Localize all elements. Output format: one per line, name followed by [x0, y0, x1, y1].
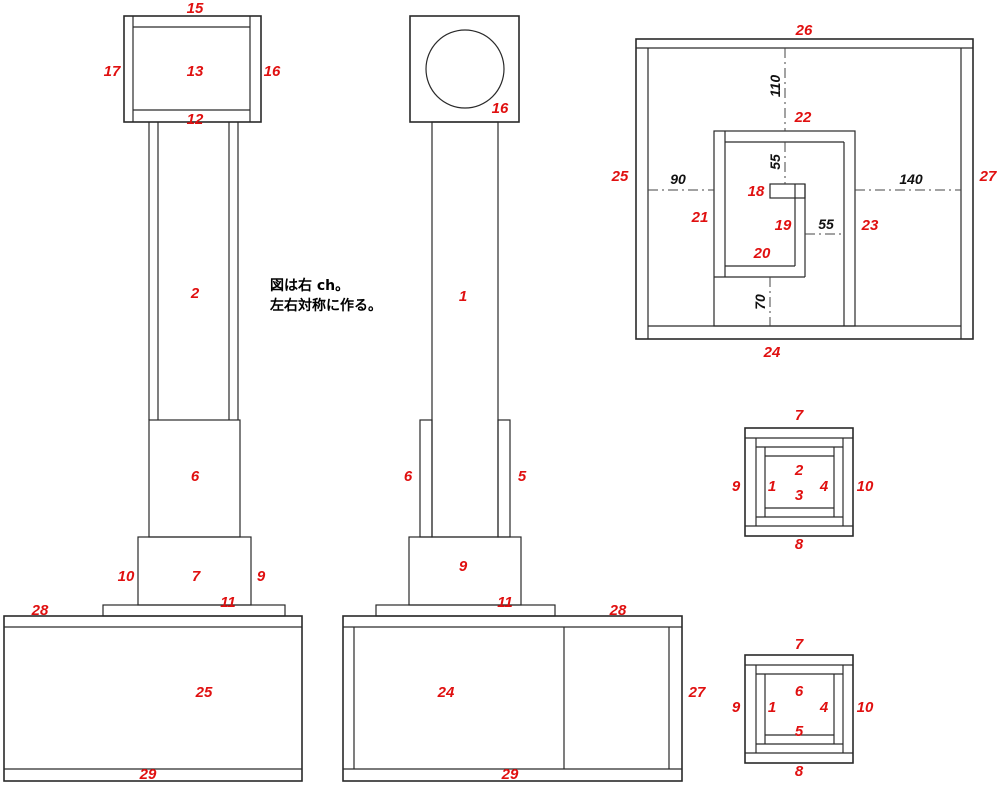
label-front-sleeve-left: 6	[404, 468, 413, 485]
label-sec2-right-inner: 4	[819, 699, 829, 716]
label-plan-top: 26	[795, 22, 813, 39]
speaker-circle	[425, 29, 505, 109]
side-column	[148, 122, 239, 420]
label-sec1-left-outer: 9	[732, 478, 741, 495]
label-side-cabinet-top: 28	[31, 602, 49, 619]
dim-140: 140	[899, 171, 923, 187]
side-plate	[102, 604, 286, 617]
label-front-cabinet-bottom: 29	[501, 766, 519, 783]
note-line-1: 図は右 ch。	[270, 277, 349, 294]
label-sec1-inner-top: 2	[794, 462, 804, 479]
label-side-plate: 11	[220, 594, 236, 611]
section-upper	[744, 427, 854, 537]
label-front-cabinet-right: 27	[688, 684, 706, 701]
label-plan-bottom: 24	[763, 344, 781, 361]
label-plan-left: 25	[611, 168, 629, 185]
label-plan-right: 27	[979, 168, 997, 185]
label-side-bottom: 12	[187, 111, 204, 128]
front-cabinet	[342, 615, 683, 782]
label-front-head: 16	[492, 100, 509, 117]
front-sleeve-right	[497, 419, 511, 538]
plan-inner	[713, 130, 856, 327]
label-front-cabinet-left: 24	[437, 684, 455, 701]
dim-55-horizontal: 55	[818, 216, 834, 232]
section-lower	[744, 654, 854, 764]
label-side-sleeve: 6	[191, 468, 200, 485]
label-sec2-center: 6	[795, 683, 804, 700]
label-sec1-right-inner: 4	[819, 478, 829, 495]
label-sec2-bottom: 8	[795, 763, 804, 780]
label-side-left: 17	[104, 63, 121, 80]
label-front-base: 9	[459, 558, 468, 575]
plan-stub	[769, 183, 806, 199]
label-side-front: 13	[187, 63, 204, 80]
label-side-right: 16	[264, 63, 281, 80]
side-view	[3, 15, 303, 782]
label-sec2-inner-bottom: 5	[795, 723, 804, 740]
label-sec2-left-inner: 1	[768, 699, 776, 716]
label-front-plate: 11	[497, 594, 513, 611]
label-side-base-left: 10	[118, 568, 135, 585]
front-column	[431, 121, 499, 538]
label-sec1-top: 7	[795, 407, 804, 424]
label-side-cabinet-front: 25	[195, 684, 213, 701]
label-plan-divider: 19	[775, 217, 792, 234]
label-sec1-center: 3	[795, 487, 804, 504]
plan-dimension-lines	[648, 48, 961, 326]
label-sec2-left-outer: 9	[732, 699, 741, 716]
label-front-sleeve-right: 5	[518, 468, 527, 485]
label-plan-stub: 18	[748, 183, 765, 200]
label-plan-inner-right: 23	[861, 217, 879, 234]
label-side-column: 2	[190, 285, 200, 302]
label-sec1-right-outer: 10	[857, 478, 874, 495]
plan-outer	[635, 38, 974, 340]
dim-90: 90	[670, 171, 686, 187]
label-front-cabinet-top: 28	[609, 602, 627, 619]
label-sec1-left-inner: 1	[768, 478, 776, 495]
note-line-2: 左右対称に作る。	[269, 297, 382, 314]
plan-view	[635, 38, 974, 340]
label-side-top: 15	[187, 0, 204, 17]
front-view	[342, 15, 683, 782]
dim-110: 110	[767, 75, 783, 98]
front-sleeve-left	[419, 419, 433, 538]
label-side-base: 7	[192, 568, 201, 585]
label-front-column: 1	[459, 288, 467, 305]
label-sec2-top: 7	[795, 636, 804, 653]
label-sec1-bottom: 8	[795, 536, 804, 553]
front-plate	[375, 604, 556, 617]
label-plan-inner-left: 21	[691, 209, 709, 226]
label-side-base-right: 9	[257, 568, 266, 585]
label-plan-inner-top: 22	[794, 109, 812, 126]
side-cabinet	[3, 615, 303, 782]
dim-70: 70	[752, 294, 768, 310]
label-sec2-right-outer: 10	[857, 699, 874, 716]
label-side-cabinet-bottom: 29	[139, 766, 157, 783]
dim-55-vertical: 55	[767, 154, 783, 170]
label-plan-inner-bottom: 20	[753, 245, 771, 262]
side-top-box	[123, 15, 262, 123]
